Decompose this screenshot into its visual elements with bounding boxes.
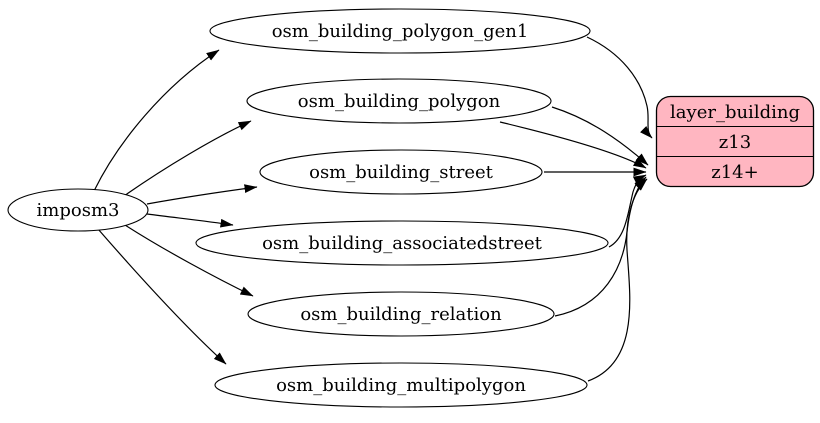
- node-osm-building-relation-label: osm_building_relation: [300, 304, 502, 325]
- edge-imposm3-to-polygon: [123, 120, 252, 197]
- node-osm-building-street: osm_building_street: [259, 149, 543, 195]
- node-osm-building-street-label: osm_building_street: [309, 162, 494, 183]
- edge-polygon-to-z14: [551, 106, 649, 166]
- edges-to-layer-building: [499, 36, 653, 382]
- node-osm-building-multipolygon: osm_building_multipolygon: [214, 362, 588, 408]
- node-osm-building-relation-shape: [247, 291, 555, 337]
- node-osm-building-polygon-label: osm_building_polygon: [298, 91, 501, 112]
- node-osm-building-multipolygon-label: osm_building_multipolygon: [276, 375, 526, 396]
- node-osm-building-relation: osm_building_relation: [247, 291, 555, 337]
- edge-polygon-to-z14-alt: [499, 121, 647, 169]
- node-layer-building: layer_building z13 z14+: [655, 95, 815, 188]
- node-imposm3-label: imposm3: [37, 200, 120, 221]
- node-osm-building-polygon: osm_building_polygon: [246, 78, 552, 124]
- node-imposm3-shape: [7, 188, 149, 232]
- node-layer-building-shape: [655, 95, 815, 188]
- node-osm-building-polygon-gen1: osm_building_polygon_gen1: [209, 8, 591, 54]
- edge-imposm3-to-relation: [124, 224, 254, 297]
- node-osm-building-associatedstreet-label: osm_building_associatedstreet: [262, 233, 543, 254]
- layer-building-row-z13: z13: [719, 132, 751, 153]
- edges-from-imposm3: [93, 49, 258, 365]
- edge-imposm3-to-associatedstreet: [146, 213, 234, 228]
- node-osm-building-polygon-gen1-label: osm_building_polygon_gen1: [272, 21, 529, 42]
- edge-polygon-gen1-to-z13: [586, 36, 653, 139]
- node-osm-building-polygon-shape: [246, 78, 552, 124]
- node-imposm3: imposm3: [7, 188, 149, 232]
- node-osm-building-multipolygon-shape: [214, 362, 588, 408]
- node-osm-building-polygon-gen1-shape: [209, 8, 591, 54]
- edge-multipolygon-to-z14: [587, 178, 648, 382]
- edge-imposm3-to-multipolygon: [97, 228, 227, 365]
- layer-building-title: layer_building: [670, 102, 800, 123]
- node-osm-building-associatedstreet: osm_building_associatedstreet: [195, 220, 609, 266]
- edge-imposm3-to-street: [146, 184, 258, 205]
- layer-building-row-z14: z14+: [711, 162, 758, 183]
- node-osm-building-street-shape: [259, 149, 543, 195]
- node-osm-building-associatedstreet-shape: [195, 220, 609, 266]
- edge-imposm3-to-polygon-gen1: [93, 49, 220, 192]
